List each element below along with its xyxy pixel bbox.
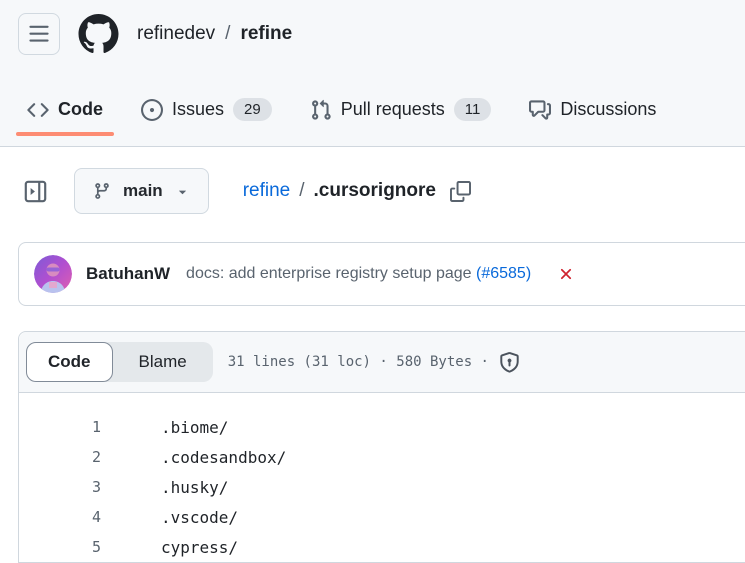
shield-lock-icon (499, 351, 520, 373)
line-number[interactable]: 5 (91, 538, 101, 556)
repo-name-link[interactable]: refine (240, 23, 293, 44)
file-meta-text: 31 lines (31 loc) · 580 Bytes · (227, 354, 489, 370)
commit-message[interactable]: docs: add enterprise registry setup page… (186, 265, 531, 283)
latest-commit-card: BatuhanW docs: add enterprise registry s… (18, 242, 745, 306)
branch-name: main (123, 181, 163, 200)
check-failed-button[interactable] (557, 265, 575, 283)
avatar[interactable] (34, 255, 72, 293)
toggle-blame-button[interactable]: Blame (138, 352, 187, 371)
repo-tabs: Code Issues 29 Pull requests 11 Discussi… (0, 87, 745, 139)
code-line: 3 .husky/ (19, 472, 745, 502)
file-content-header: Code Blame 31 lines (31 loc) · 580 Bytes… (19, 332, 745, 393)
top-bar: refinedev / refine (0, 0, 745, 55)
comment-discussion-icon (529, 99, 552, 121)
app-header: refinedev / refine Code Issues 29 Pull r… (0, 0, 745, 147)
line-content: .codesandbox/ (161, 447, 287, 467)
pull-requests-count-badge: 11 (453, 98, 492, 121)
code-line: 1 .biome/ (19, 412, 745, 442)
repo-breadcrumb: refinedev / refine (137, 23, 292, 45)
breadcrumb-separator: / (225, 23, 231, 44)
three-bars-icon (28, 23, 50, 45)
line-number[interactable]: 2 (91, 448, 101, 466)
line-content: .husky/ (161, 477, 229, 497)
code-line: 4 .vscode/ (19, 502, 745, 532)
git-branch-icon (93, 182, 111, 200)
hamburger-menu-button[interactable] (18, 13, 60, 55)
x-icon (557, 265, 575, 283)
github-logo-icon[interactable] (78, 14, 119, 54)
tab-discussions[interactable]: Discussions (515, 87, 670, 139)
expand-file-tree-button[interactable] (18, 174, 52, 208)
chevron-down-icon (175, 184, 190, 199)
tab-code[interactable]: Code (13, 87, 117, 139)
code-view: 1 .biome/ 2 .codesandbox/ 3 .husky/ 4 .v… (19, 393, 745, 562)
code-icon (27, 99, 49, 121)
sidebar-expand-icon (24, 180, 47, 203)
line-number[interactable]: 1 (91, 418, 101, 436)
repo-owner-link[interactable]: refinedev (137, 23, 216, 44)
toggle-code-button[interactable]: Code (26, 342, 113, 382)
breadcrumb-separator: / (299, 180, 305, 201)
tab-issues[interactable]: Issues 29 (127, 87, 286, 139)
breadcrumb-file-name: .cursorignore (313, 180, 436, 201)
commit-author[interactable]: BatuhanW (86, 264, 171, 283)
issues-count-badge: 29 (233, 98, 272, 121)
copy-icon (449, 180, 471, 202)
commit-pr-link[interactable]: (#6585) (476, 265, 532, 282)
file-breadcrumb: refine / .cursorignore (243, 180, 436, 202)
line-number[interactable]: 3 (91, 478, 101, 496)
tab-pull-requests-label: Pull requests (340, 99, 445, 119)
git-pull-request-icon (310, 99, 332, 121)
commit-message-text: docs: add enterprise registry setup page (186, 265, 472, 282)
code-line: 2 .codesandbox/ (19, 442, 745, 472)
tab-discussions-label: Discussions (560, 99, 657, 119)
issue-opened-icon (141, 98, 163, 121)
tab-code-label: Code (58, 99, 103, 119)
tab-issues-label: Issues (172, 99, 225, 119)
copy-path-button[interactable] (449, 180, 471, 202)
branch-selector-button[interactable]: main (74, 168, 209, 214)
line-number[interactable]: 4 (91, 508, 101, 526)
breadcrumb-repo-link[interactable]: refine (242, 180, 291, 201)
tab-pull-requests[interactable]: Pull requests 11 (296, 87, 506, 139)
file-content-card: Code Blame 31 lines (31 loc) · 580 Bytes… (18, 331, 745, 563)
code-blame-toggle: Code Blame (26, 342, 213, 382)
code-line: 5 cypress/ (19, 532, 745, 562)
line-content: cypress/ (161, 537, 239, 557)
security-shield-button[interactable] (499, 351, 520, 373)
file-nav-row: main refine / .cursorignore (18, 168, 727, 214)
line-content: .vscode/ (161, 507, 239, 527)
line-content: .biome/ (161, 417, 229, 437)
